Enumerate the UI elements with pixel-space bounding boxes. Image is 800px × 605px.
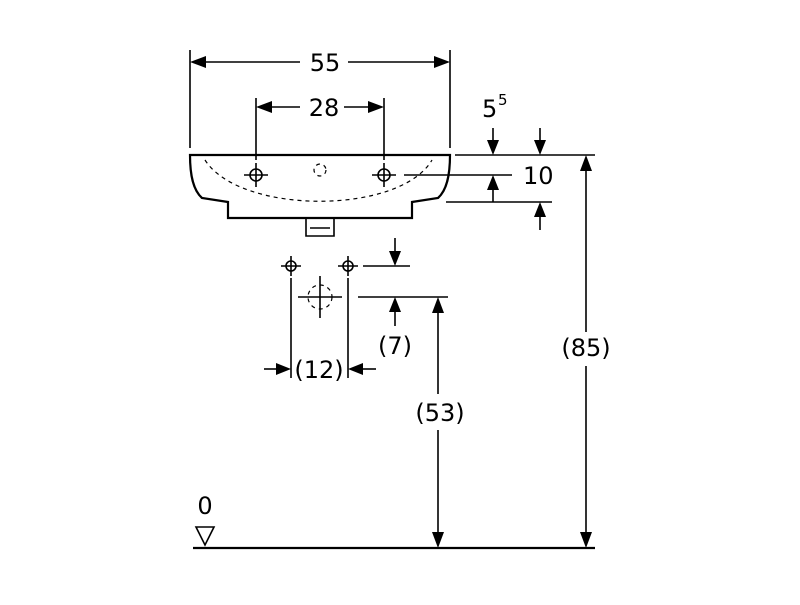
tap-spacing-label: 28 (309, 94, 340, 122)
dimension-total-height: (85) (561, 155, 611, 548)
dimension-drain-height: (53) (415, 297, 465, 548)
connection-spacing-label: (12) (294, 356, 343, 384)
washbasin-outline (188, 153, 452, 237)
supply-connection-left-icon (281, 256, 301, 276)
rim-offset-label: 5 (482, 95, 497, 123)
dimension-basin-depth: 10 (404, 162, 554, 230)
overall-width-label: 55 (310, 49, 341, 77)
tap-hole-right-icon (372, 163, 396, 187)
drain-height-label: (53) (415, 399, 464, 427)
dimension-tap-spacing: 28 (255, 94, 385, 160)
floor-level-label: 0 (197, 492, 212, 520)
level-triangle-icon (194, 526, 216, 547)
waste-connection-icon (298, 276, 342, 318)
rim-offset-superscript: 5 (498, 91, 508, 109)
dimension-connection-offset: (7) (358, 296, 448, 360)
total-height-label: (85) (561, 334, 610, 362)
dimension-supply-level-arrow (363, 238, 410, 267)
tap-hole-left-icon (244, 163, 268, 187)
supply-connection-right-icon (338, 256, 358, 276)
dimension-connection-spacing: (12) (264, 278, 376, 384)
connection-offset-label: (7) (378, 332, 412, 360)
basin-depth-label: 10 (523, 162, 554, 190)
dimension-rim-offset: 5 5 (455, 91, 595, 156)
floor-level-marker: 0 (194, 492, 216, 547)
overflow-hole-icon (313, 163, 327, 177)
dimension-overall-width: 55 (189, 49, 451, 148)
